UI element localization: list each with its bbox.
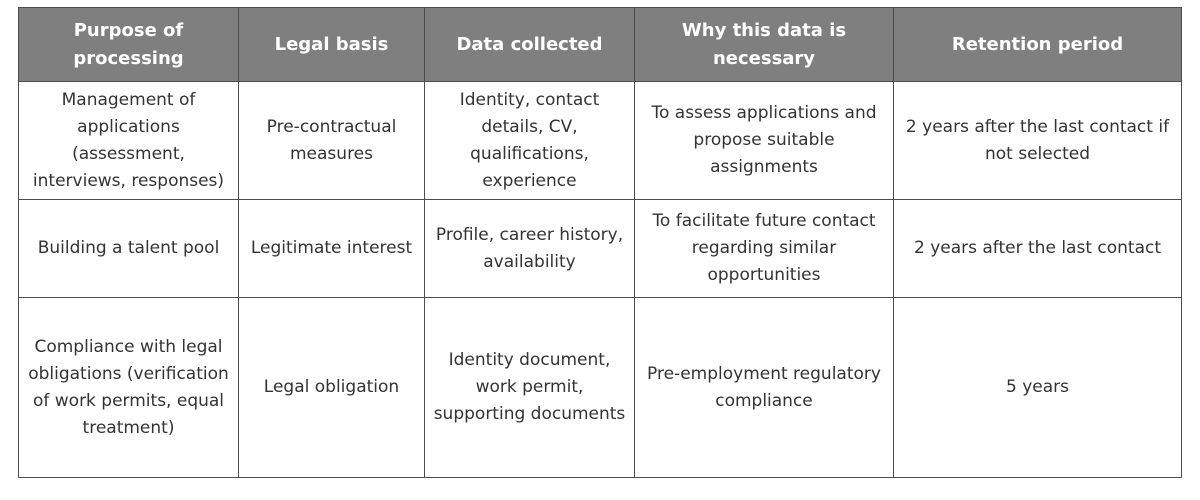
cell-legal-basis: Legal obligation <box>238 297 425 478</box>
header-why-necessary: Why this data is necessary <box>634 7 894 82</box>
cell-legal-basis: Pre-contractual measures <box>238 81 425 200</box>
header-legal-basis: Legal basis <box>238 7 425 82</box>
data-processing-table: Purpose of processing Legal basis Data c… <box>18 7 1182 478</box>
cell-purpose: Compliance with legal obligations (verif… <box>18 297 239 478</box>
table-row: Building a talent pool Legitimate intere… <box>18 199 1182 298</box>
data-processing-table-container: Purpose of processing Legal basis Data c… <box>18 7 1182 478</box>
header-retention-period: Retention period <box>893 7 1182 82</box>
table-row: Compliance with legal obligations (verif… <box>18 297 1182 478</box>
cell-purpose: Management of applications (assessment, … <box>18 81 239 200</box>
cell-data-collected: Identity, contact details, CV, qualifica… <box>424 81 635 200</box>
header-purpose: Purpose of processing <box>18 7 239 82</box>
cell-legal-basis: Legitimate interest <box>238 199 425 298</box>
cell-retention-period: 2 years after the last contact if not se… <box>893 81 1182 200</box>
cell-data-collected: Profile, career history, availability <box>424 199 635 298</box>
cell-retention-period: 5 years <box>893 297 1182 478</box>
cell-why-necessary: Pre-employment regulatory compliance <box>634 297 894 478</box>
cell-why-necessary: To assess applications and propose suita… <box>634 81 894 200</box>
header-data-collected: Data collected <box>424 7 635 82</box>
cell-retention-period: 2 years after the last contact <box>893 199 1182 298</box>
table-row: Management of applications (assessment, … <box>18 81 1182 200</box>
cell-data-collected: Identity document, work permit, supporti… <box>424 297 635 478</box>
cell-why-necessary: To facilitate future contact regarding s… <box>634 199 894 298</box>
table-header-row: Purpose of processing Legal basis Data c… <box>18 7 1182 82</box>
cell-purpose: Building a talent pool <box>18 199 239 298</box>
